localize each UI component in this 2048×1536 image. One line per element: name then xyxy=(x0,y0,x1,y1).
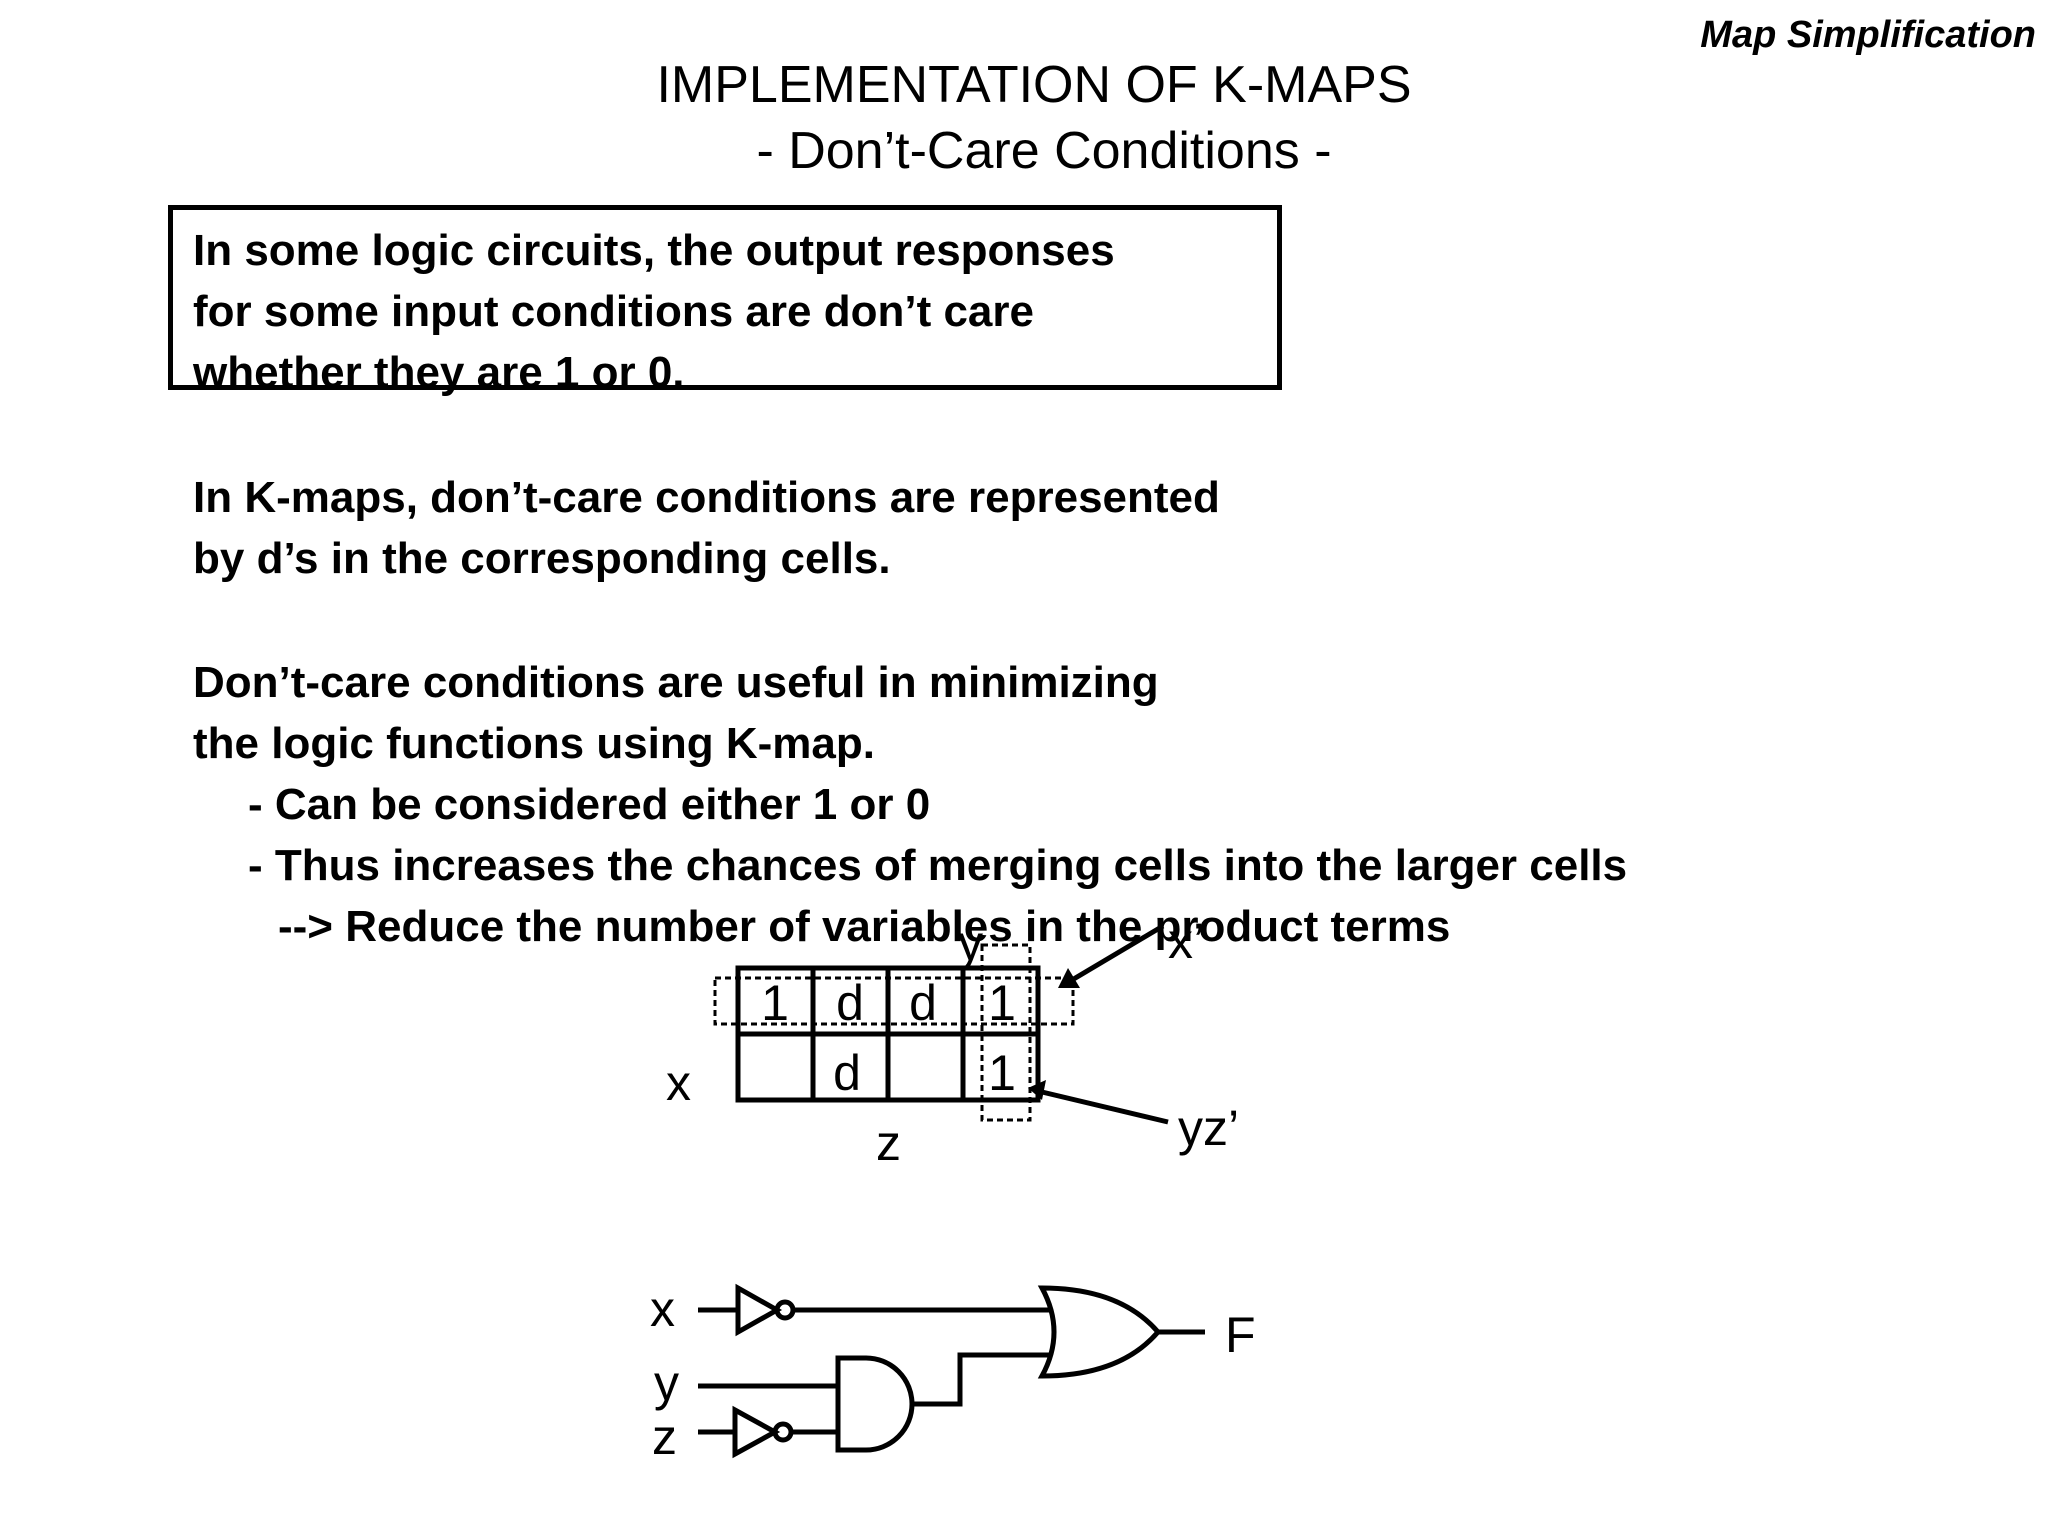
kmap-cell: d xyxy=(833,1045,861,1101)
kmap-var-x: x xyxy=(666,1055,691,1111)
slide-subtitle: - Don’t-Care Conditions - xyxy=(756,122,1332,180)
bullet-item: - Can be considered either 1 or 0 xyxy=(248,780,931,829)
group-arrows xyxy=(1028,923,1169,1125)
circuit-input-x: x xyxy=(650,1281,675,1337)
kmap-var-z: z xyxy=(876,1115,901,1171)
kmap-cells: 1 d d 1 d 1 xyxy=(761,975,1016,1101)
group-label-yz-prime: yz’ xyxy=(1178,1100,1239,1156)
text-line: by d’s in the corresponding cells. xyxy=(193,534,891,583)
logic-circuit xyxy=(698,1283,1205,1459)
circuit-input-y: y xyxy=(654,1355,679,1411)
inverter-z xyxy=(732,1405,781,1459)
inverter-bubble xyxy=(772,1421,794,1443)
kmap-grid xyxy=(735,965,1041,1103)
arrow-head xyxy=(1058,968,1080,988)
inverter-x xyxy=(735,1283,783,1337)
definition-text: In some logic circuits, the output respo… xyxy=(193,220,1115,403)
arrow-head xyxy=(1028,1080,1046,1100)
group-x-prime xyxy=(713,976,1075,1026)
useful-paragraph: Don’t-care conditions are useful in mini… xyxy=(193,652,1159,774)
kmaps-paragraph: In K-maps, don’t-care conditions are rep… xyxy=(193,467,1220,589)
definition-box xyxy=(168,205,1282,390)
group-yz-prime xyxy=(980,943,1032,1122)
text-line: for some input conditions are don’t care xyxy=(193,287,1034,336)
kmap-cell: 1 xyxy=(988,1045,1016,1101)
text-line: In some logic circuits, the output respo… xyxy=(193,226,1115,275)
circuit-input-z: z xyxy=(652,1409,677,1465)
text-line: whether they are 1 or 0. xyxy=(193,348,685,397)
bullet-item: --> Reduce the number of variables in th… xyxy=(278,902,1451,951)
slide-title: IMPLEMENTATION OF K-MAPS xyxy=(656,56,1412,114)
and-gate xyxy=(835,1355,915,1453)
kmap-var-y: y xyxy=(958,915,983,971)
group-label-x-prime: x’ xyxy=(1168,913,1204,969)
text-line: the logic functions using K-map. xyxy=(193,719,875,768)
text-line: Don’t-care conditions are useful in mini… xyxy=(193,658,1159,707)
inverter-bubble xyxy=(774,1299,796,1321)
kmap-groups xyxy=(713,943,1075,1122)
kmap-cell: 1 xyxy=(761,975,789,1031)
kmap-cell: d xyxy=(909,975,937,1031)
kmap-cell: 1 xyxy=(988,975,1016,1031)
section-header: Map Simplification xyxy=(1700,14,2036,56)
or-gate xyxy=(1037,1285,1162,1379)
circuit-output-f: F xyxy=(1225,1307,1256,1363)
text-line: In K-maps, don’t-care conditions are rep… xyxy=(193,473,1220,522)
bullet-item: - Thus increases the chances of merging … xyxy=(248,841,1628,890)
kmap-cell: d xyxy=(836,975,864,1031)
